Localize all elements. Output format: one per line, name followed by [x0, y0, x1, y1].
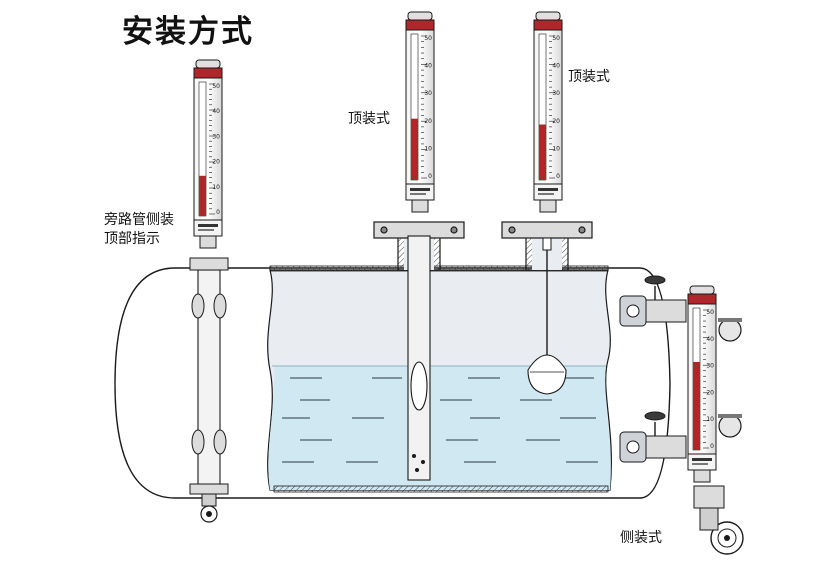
guide-pipe-float	[407, 235, 431, 481]
gauge-scale-label: 0	[556, 173, 560, 180]
gauge-scale-label: 10	[212, 184, 220, 191]
gauge-scale-label: 30	[706, 363, 714, 370]
gauge-scale-label: 40	[212, 108, 220, 115]
gauge-scale-label: 0	[216, 209, 220, 216]
gauge-scale-label: 0	[710, 443, 714, 450]
gauge-scale-label: 30	[212, 133, 220, 140]
gauge-group: 50 40 30 20 10 0 50 40 30 20 10 0 50 40 30 20 10 0 50 40 30 2…	[193, 11, 717, 483]
gauge-scale-label: 40	[706, 336, 714, 343]
gauge-scale-label: 50	[706, 309, 714, 316]
label-bypass-line2: 顶部指示	[104, 231, 160, 247]
gauge-scale-label: 20	[212, 159, 220, 166]
side-valve-upper	[619, 275, 687, 327]
gauge-scale-label: 10	[552, 145, 560, 152]
top-gauge-left: 50 40 30 20 10 0	[405, 11, 435, 213]
side-chamber-switches	[718, 318, 742, 438]
bypass-gauge: 50 40 30 20 10 0	[193, 59, 223, 249]
liquid	[268, 366, 611, 490]
side-valve-lower	[619, 411, 687, 463]
gauge-scale-label: 0	[428, 173, 432, 180]
gauge-scale-label: 40	[424, 63, 432, 70]
rod-ball-float	[527, 237, 567, 395]
horizontal-tank	[114, 265, 671, 499]
gauge-scale-label: 20	[424, 118, 432, 125]
drain-valve-icon	[200, 493, 218, 523]
gauge-scale-label: 20	[552, 118, 560, 125]
gauge-scale-label: 50	[424, 35, 432, 42]
label-top-mount-b: 顶装式	[568, 69, 610, 85]
bypass-pipe	[189, 257, 229, 495]
liquid-dashes	[282, 377, 598, 463]
page-title: 安装方式	[122, 14, 254, 50]
gauge-scale-label: 50	[552, 35, 560, 42]
valve-handwheel-icon	[644, 275, 666, 285]
gauge-scale-label: 30	[552, 90, 560, 97]
gauge-scale-label: 40	[552, 63, 560, 70]
top-gauge-right: 50 40 30 20 10 0	[533, 11, 563, 213]
gauge-scale-label: 50	[212, 83, 220, 90]
label-top-mount-a: 顶装式	[348, 111, 390, 127]
gauge-scale-label: 30	[424, 90, 432, 97]
label-bypass-line1: 旁路管侧装	[104, 212, 174, 228]
gauge-scale-label: 10	[706, 416, 714, 423]
label-side-mount: 侧装式	[620, 530, 662, 546]
gauge-scale-label: 20	[706, 389, 714, 396]
side-drain-valve	[693, 485, 744, 555]
side-gauge: 50 40 30 20 10 0	[687, 285, 717, 483]
gauge-scale-label: 10	[424, 145, 432, 152]
